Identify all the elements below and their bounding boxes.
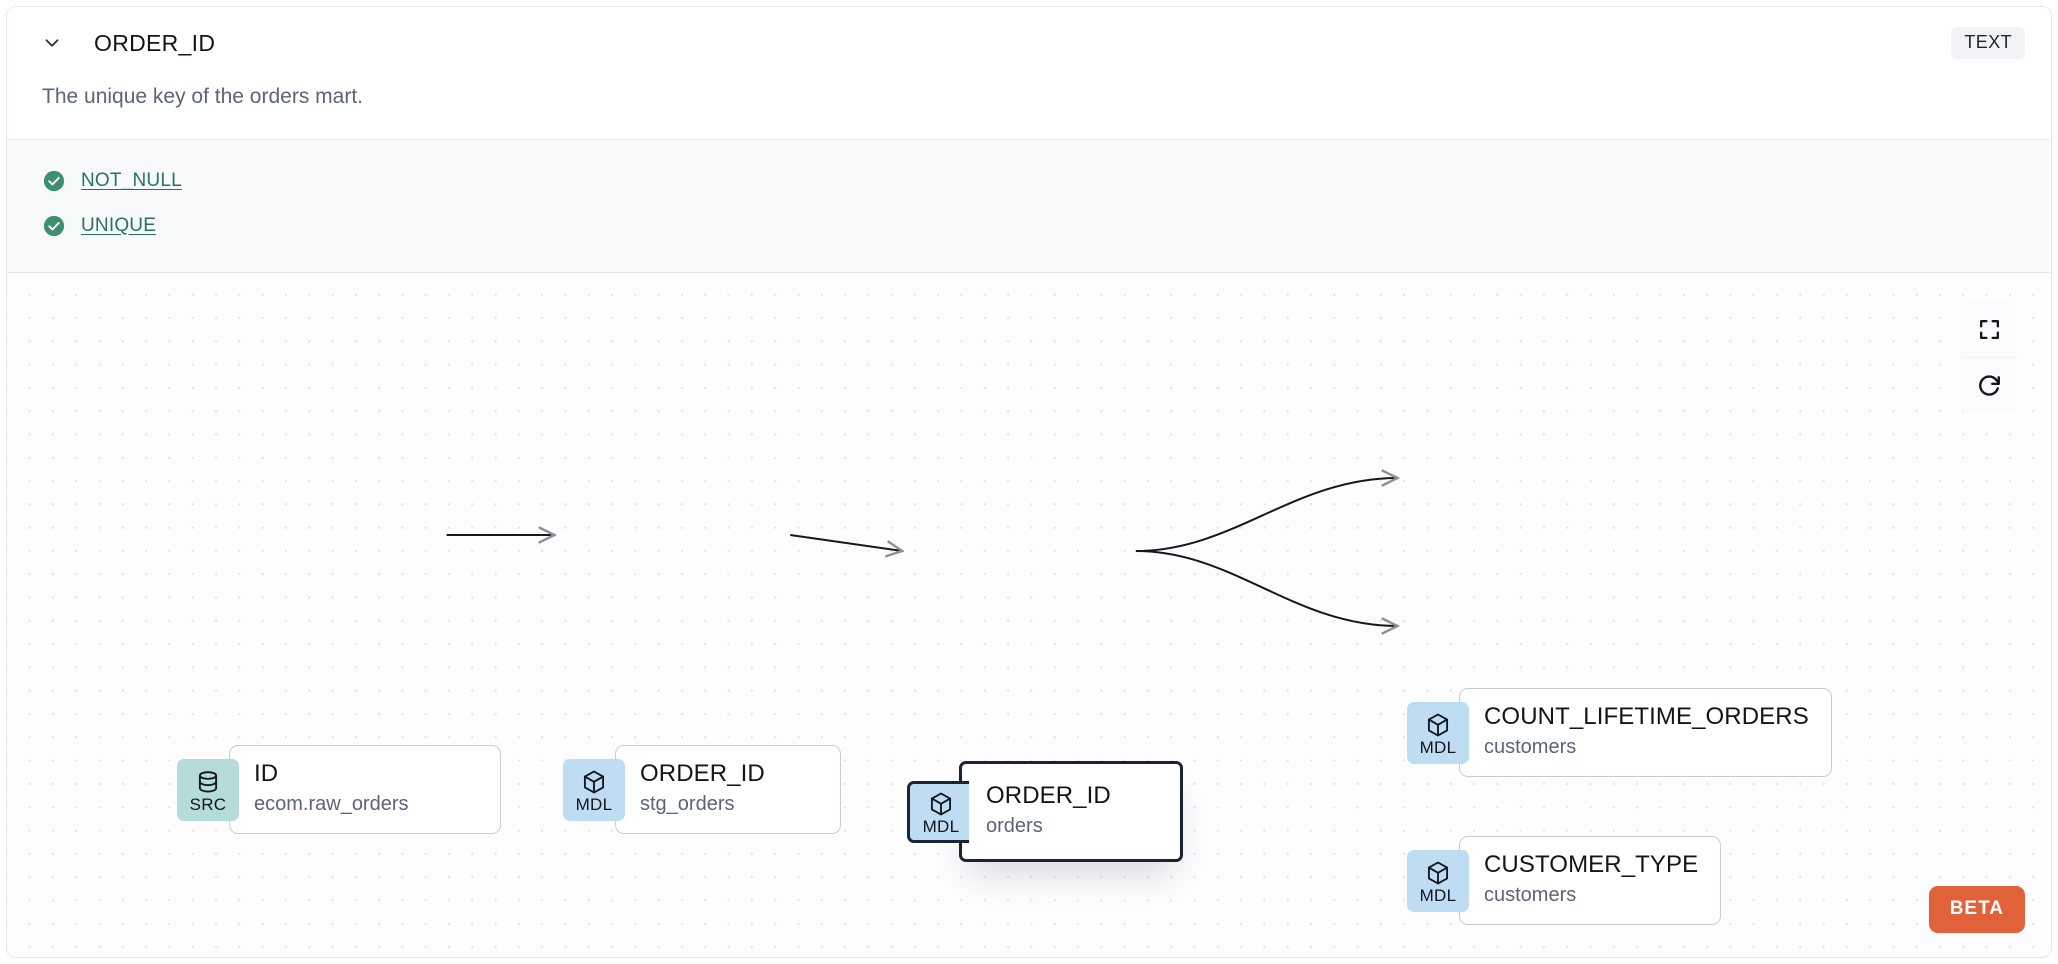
node-parent-name: customers	[1484, 736, 1577, 759]
panel-header: ORDER_ID TEXT	[7, 7, 2051, 79]
cube-icon	[1425, 712, 1451, 738]
lineage-node-orders-selected[interactable]: MDL ORDER_ID orders	[907, 761, 1183, 863]
node-parent-name: stg_orders	[640, 793, 735, 816]
test-row: NOT_NULL	[7, 158, 2051, 203]
test-link-unique[interactable]: UNIQUE	[81, 214, 157, 236]
check-circle-icon	[43, 215, 65, 237]
lineage-edge	[1135, 478, 1398, 552]
node-card: ORDER_ID stg_orders	[615, 745, 841, 835]
chevron-down-icon[interactable]	[39, 30, 65, 56]
node-card: CUSTOMER_TYPE customers	[1459, 836, 1722, 926]
lineage-edge	[790, 534, 902, 551]
node-kind-label: MDL	[1419, 885, 1457, 905]
node-kind-badge-mdl: MDL	[1407, 849, 1469, 912]
fit-view-button[interactable]	[1961, 301, 2017, 357]
refresh-graph-button[interactable]	[1961, 357, 2017, 413]
refresh-icon	[1976, 373, 2002, 399]
lineage-canvas[interactable]: SRC ID ecom.raw_orders MDL ORDE	[7, 273, 2051, 957]
lineage-node-count-lifetime-orders[interactable]: MDL COUNT_LIFETIME_ORDERS customers	[1407, 688, 1832, 778]
lineage-node-stg-orders[interactable]: MDL ORDER_ID stg_orders	[563, 745, 841, 835]
cube-icon	[581, 769, 607, 795]
node-kind-badge-mdl: MDL	[907, 780, 969, 843]
node-column-name: ORDER_ID	[986, 782, 1111, 809]
column-detail-panel: ORDER_ID TEXT The unique key of the orde…	[6, 6, 2052, 958]
node-kind-badge-mdl: MDL	[1407, 701, 1469, 764]
canvas-controls	[1961, 301, 2017, 413]
column-description-text: The unique key of the orders mart.	[42, 85, 363, 108]
page-title: ORDER_ID	[94, 29, 216, 56]
lineage-edge	[1135, 550, 1398, 626]
column-description: The unique key of the orders mart.	[7, 79, 2051, 139]
tests-section: NOT_NULL UNIQUE	[7, 139, 2051, 273]
beta-badge[interactable]: BETA	[1928, 886, 2025, 933]
node-card: COUNT_LIFETIME_ORDERS customers	[1459, 688, 1832, 778]
node-parent-name: ecom.raw_orders	[254, 793, 409, 816]
test-row: UNIQUE	[7, 203, 2051, 248]
node-card: ORDER_ID orders	[959, 761, 1183, 863]
node-kind-label: MDL	[575, 794, 613, 814]
cube-icon	[928, 791, 954, 817]
check-circle-icon	[43, 170, 65, 192]
node-column-name: COUNT_LIFETIME_ORDERS	[1484, 703, 1809, 730]
node-column-name: ORDER_ID	[640, 760, 765, 787]
node-kind-badge-mdl: MDL	[563, 758, 625, 821]
node-kind-badge-src: SRC	[177, 758, 239, 821]
lineage-node-src-raw-orders[interactable]: SRC ID ecom.raw_orders	[177, 745, 501, 835]
node-kind-label: MDL	[922, 816, 960, 836]
cube-icon	[1425, 860, 1451, 886]
fullscreen-icon	[1977, 317, 2002, 342]
node-parent-name: orders	[986, 815, 1043, 838]
node-column-name: CUSTOMER_TYPE	[1484, 851, 1699, 878]
node-kind-label: MDL	[1419, 737, 1457, 757]
node-kind-label: SRC	[189, 794, 227, 814]
database-icon	[195, 769, 221, 795]
node-column-name: ID	[254, 760, 279, 787]
test-link-not-null[interactable]: NOT_NULL	[81, 169, 182, 191]
lineage-node-customer-type[interactable]: MDL CUSTOMER_TYPE customers	[1407, 836, 1722, 926]
column-type-badge: TEXT	[1951, 27, 2025, 59]
node-card: ID ecom.raw_orders	[229, 745, 501, 835]
node-parent-name: customers	[1484, 884, 1577, 907]
